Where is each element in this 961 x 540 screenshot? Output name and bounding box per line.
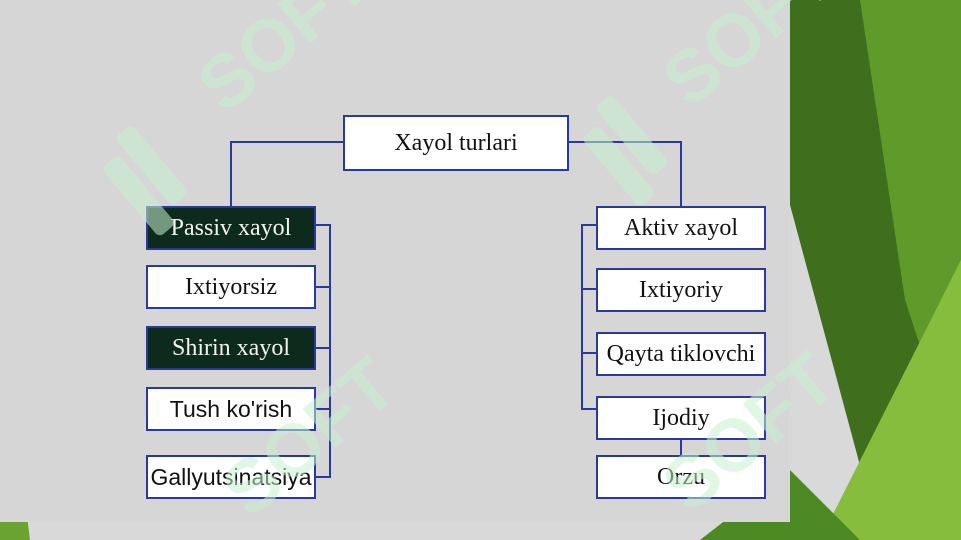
root-node: Xayol turlari bbox=[343, 115, 569, 171]
right-item-3: Ijodiy bbox=[596, 396, 766, 440]
right-item-1: Ixtiyoriy bbox=[596, 268, 766, 312]
left-item-1: Ixtiyorsiz bbox=[146, 265, 316, 309]
slide-panel bbox=[0, 0, 790, 522]
right-item-4: Orzu bbox=[596, 455, 766, 499]
left-item-3: Tush ko'rish bbox=[146, 387, 316, 431]
left-item-4: Gallyutsinatsiya bbox=[146, 455, 316, 499]
right-item-2: Qayta tiklovchi bbox=[596, 332, 766, 376]
right-head-node: Aktiv xayol bbox=[596, 206, 766, 250]
green-shard-light bbox=[820, 260, 961, 540]
left-item-2: Shirin xayol bbox=[146, 326, 316, 370]
left-head-node: Passiv xayol bbox=[146, 206, 316, 250]
